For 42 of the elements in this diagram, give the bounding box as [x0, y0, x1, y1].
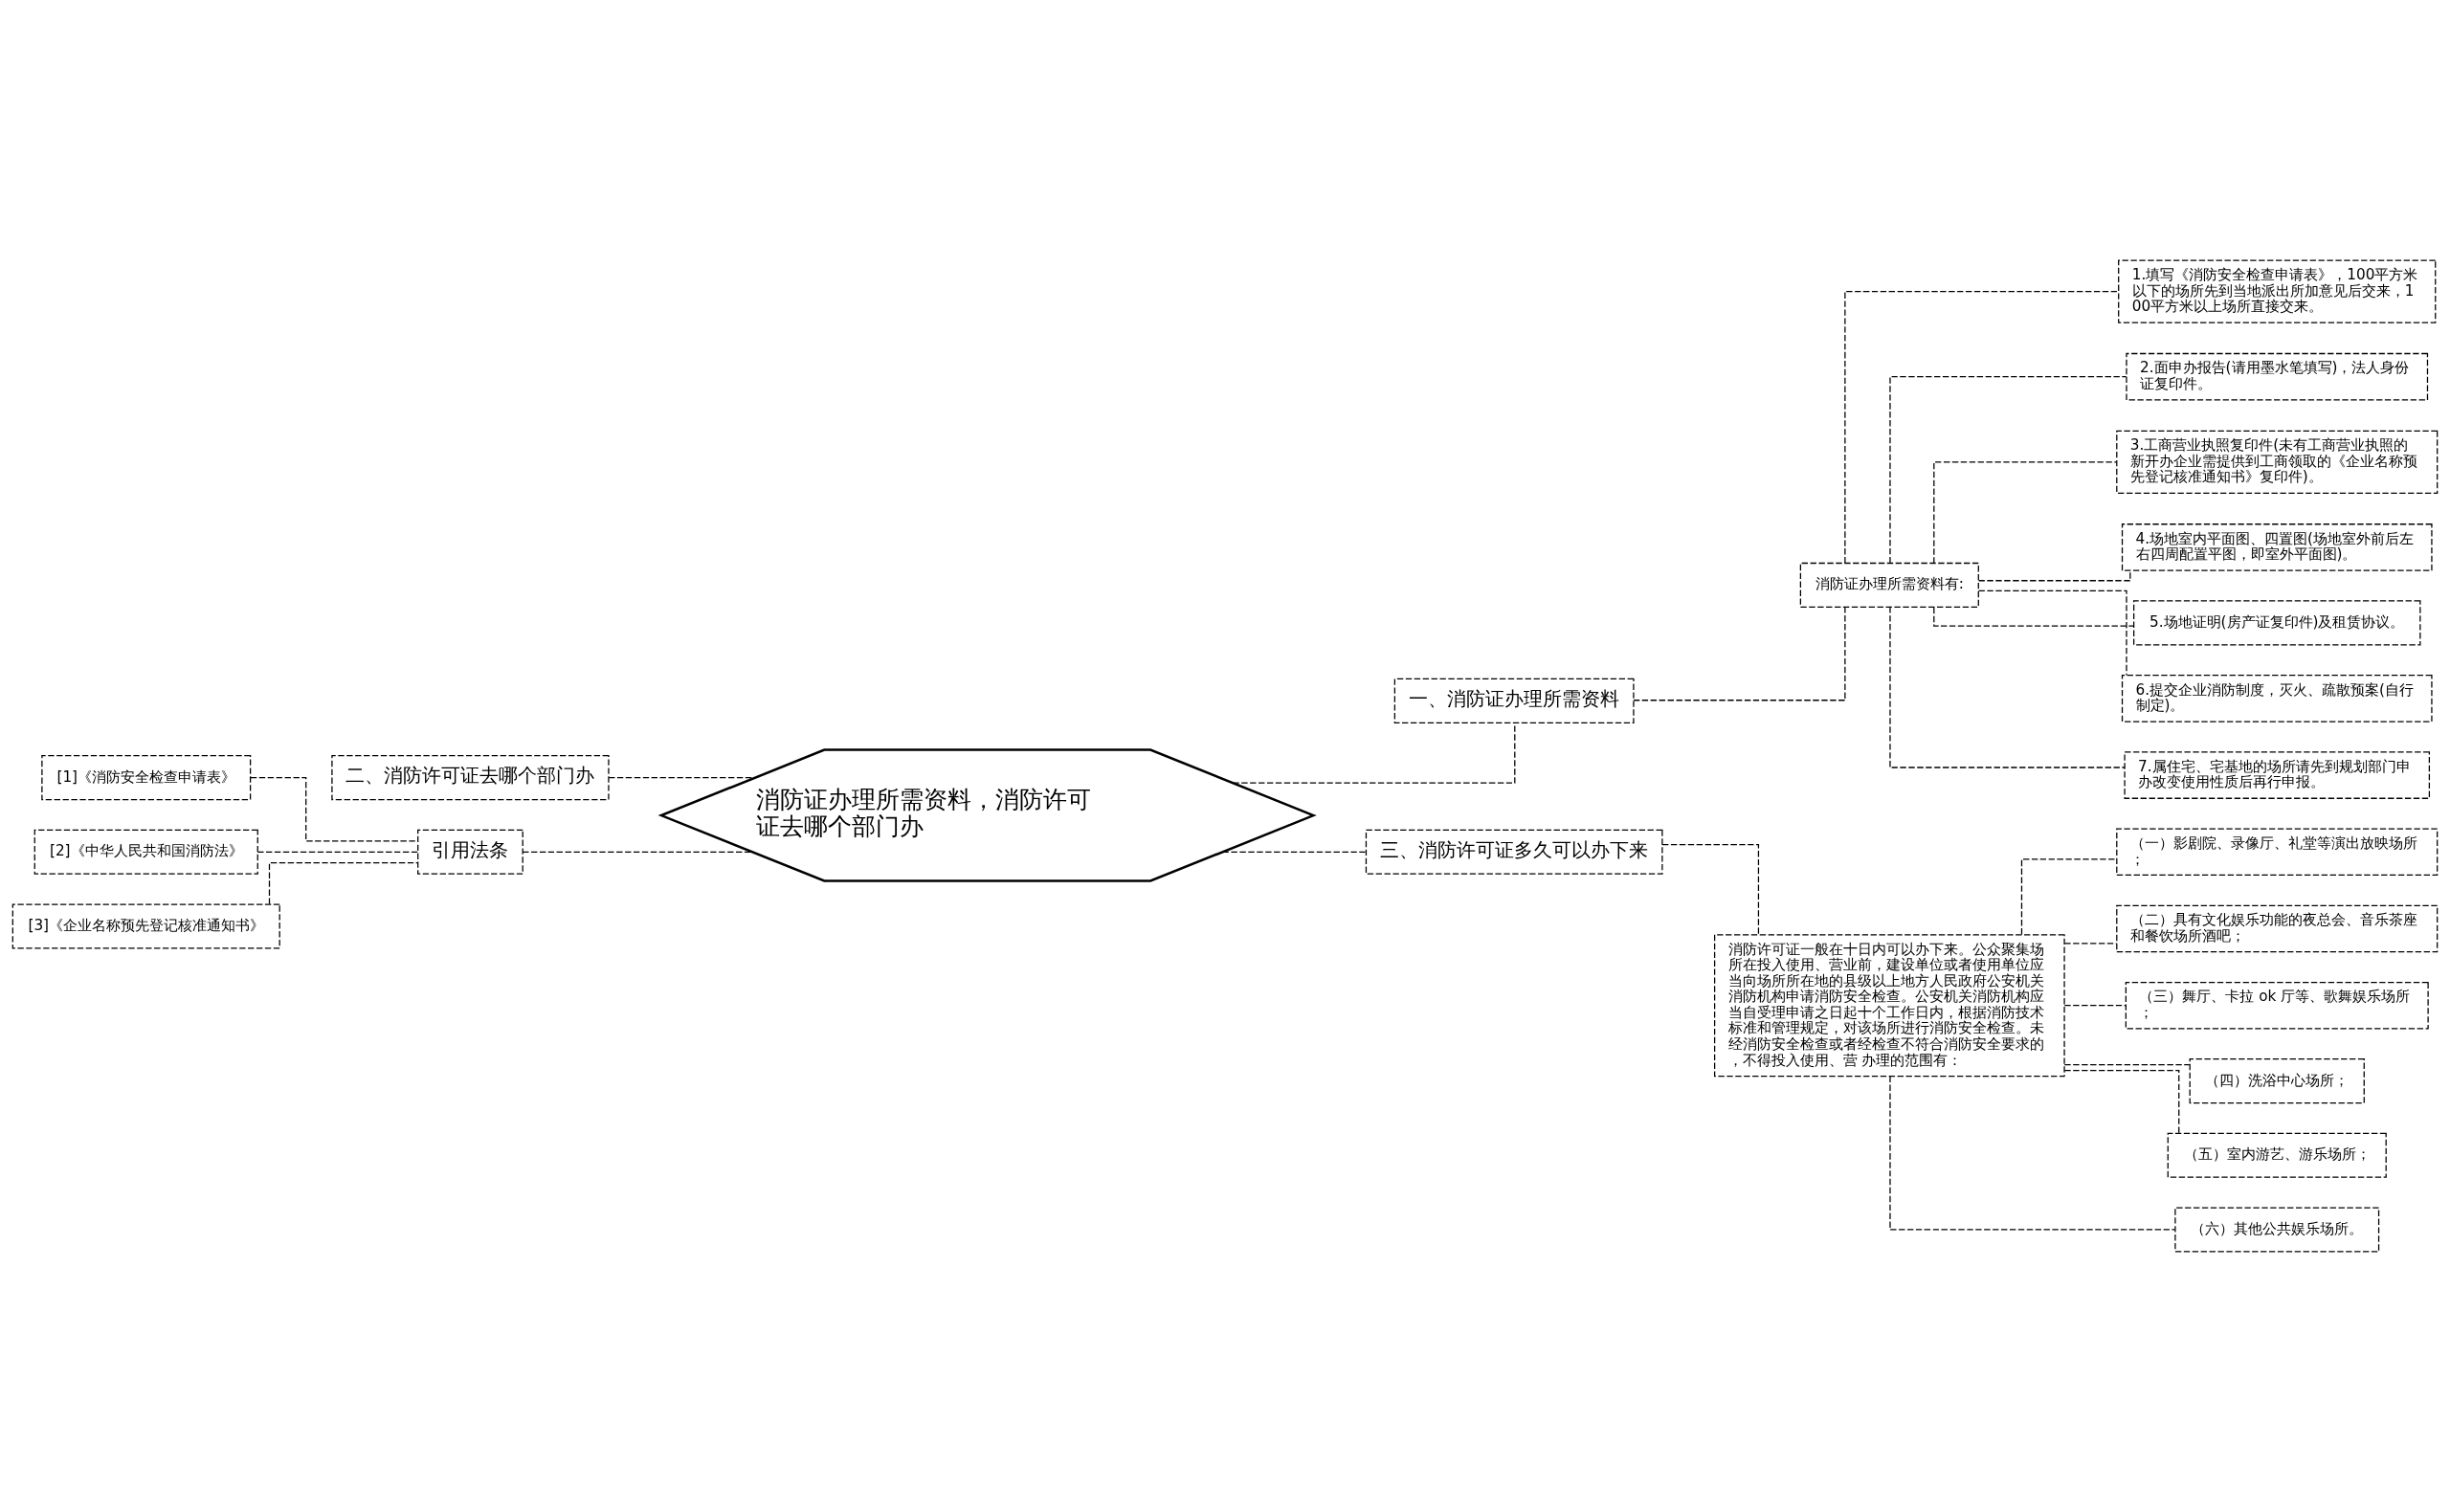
connector — [1889, 376, 2127, 564]
connector — [1221, 851, 1367, 853]
connector — [1633, 607, 1846, 701]
node-box: [2]《中华人民共和国消防法》 — [33, 829, 258, 875]
node-box: （六）其他公共娱乐场所。 — [2174, 1207, 2380, 1253]
connector — [1889, 606, 2126, 768]
node-box: （五）室内游艺、游乐场所； — [2167, 1132, 2387, 1178]
node-box: 一、消防证办理所需资料 — [1393, 678, 1635, 723]
node-box: [1]《消防安全检查申请表》 — [41, 755, 252, 801]
connector — [2063, 1064, 2191, 1066]
node-box: （三）舞厅、卡拉 ok 厅等、歌舞娱乐场所； — [2125, 981, 2429, 1030]
node-box: 4.场地室内平面图、四置图(场地室外前后左右四周配置平图，即室外平面图)。 — [2121, 523, 2433, 571]
connector — [2063, 943, 2117, 945]
node-box: 三、消防许可证多久可以办下来 — [1365, 829, 1663, 875]
connector — [1977, 589, 2127, 677]
connector — [2020, 858, 2118, 936]
node-box: 引用法条 — [417, 829, 523, 875]
connector — [2063, 1005, 2127, 1007]
connector — [268, 862, 418, 905]
connector — [1661, 844, 1760, 936]
connector — [1977, 569, 2131, 582]
node-box: 消防证办理所需资料有: — [1799, 562, 1979, 608]
connector — [1889, 1076, 2176, 1231]
connector — [1933, 607, 2134, 627]
node-box: （四）洗浴中心场所； — [2189, 1058, 2365, 1104]
node-box: 5.场地证明(房产证复印件)及租赁协议。 — [2133, 600, 2421, 646]
node-box: [3]《企业名称预先登记核准通知书》 — [11, 903, 280, 949]
node-box: 6.提交企业消防制度，灭火、疏散预案(自行制定)。 — [2121, 675, 2433, 723]
node-box: 7.属住宅、宅基地的场所请先到规划部门申办改变使用性质后再行申报。 — [2124, 751, 2431, 799]
connector — [256, 851, 419, 853]
connector — [2063, 1069, 2180, 1134]
node-box: 消防许可证一般在十日内可以办下来。公众聚集场所在投入使用、营业前，建设单位或者使用单位应当向场所所在地的县级以上地方人民政府公安机关消防机构申请消防安全检查。公安机关消防机构应当自受理申请之日起十个工作日内，根据消防技术标准和管理规定，对该场所进行消防安全检查。未经消防安全检查或者经检查不符合消防安全要求的，不得投入使用、营 办理的范围有： — [1714, 934, 2065, 1078]
connector — [1933, 461, 2118, 565]
connector — [522, 851, 753, 853]
node-box: （二）具有文化娱乐功能的夜总会、音乐茶座和餐饮场所酒吧； — [2116, 904, 2439, 953]
connector — [608, 776, 756, 779]
node-box: 2.面申办报告(请用墨水笔填写)，法人身份证复印件。 — [2126, 352, 2429, 401]
node-box: 二、消防许可证去哪个部门办 — [331, 755, 610, 801]
connector — [1844, 290, 2120, 564]
node-box: （一）影剧院、录像厅、礼堂等演出放映场所； — [2116, 828, 2439, 877]
node-box: 1.填写《消防安全检查申请表》，100平方米以下的场所先到当地派出所加意见后交来，100平方米以上场所直接交来。 — [2118, 259, 2437, 323]
node-box: 3.工商营业执照复印件(未有工商营业执照的新开办企业需提供到工商领取的《企业名称预先登记核准通知书》复印件)。 — [2116, 430, 2439, 494]
